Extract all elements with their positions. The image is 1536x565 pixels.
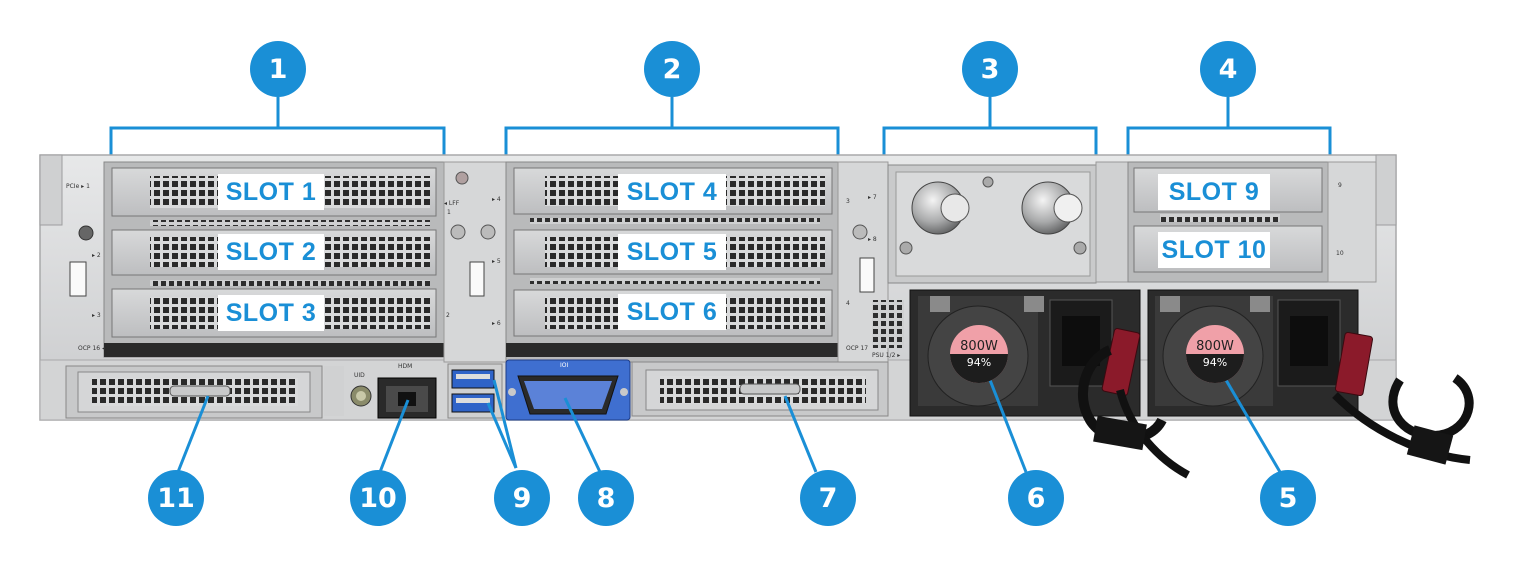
label-riser-5: ▸ 5 <box>492 258 501 265</box>
slot-5-label: SLOT 5 <box>618 234 726 270</box>
label-ocp17: OCP 17 <box>846 345 869 352</box>
label-lff: ◂ LFF <box>444 200 460 207</box>
label-riser-8: ▸ 8 <box>868 236 877 243</box>
callout-8: 8 <box>578 470 634 526</box>
psu-1-efficiency: 94% <box>950 354 1008 383</box>
bottom-leader-lines <box>176 379 1282 473</box>
power-cords <box>1077 328 1474 479</box>
slot-6-label: SLOT 6 <box>618 294 726 330</box>
slot-9-label: SLOT 9 <box>1158 174 1270 210</box>
callout-7: 7 <box>800 470 856 526</box>
label-num-3: 3 <box>846 198 850 205</box>
slot-3-label: SLOT 3 <box>218 295 324 331</box>
callout-lines <box>109 97 1332 160</box>
label-riser-4: ▸ 4 <box>492 196 501 203</box>
label-num-2: 2 <box>446 312 450 319</box>
callout-5: 5 <box>1260 470 1316 526</box>
callout-1: 1 <box>250 41 306 97</box>
label-psu: PSU 1/2 ▸ <box>872 352 901 359</box>
psu-1-rating-badge: 800W 94% <box>950 325 1008 383</box>
lower-io-row <box>65 359 889 421</box>
label-riser-3: ▸ 3 <box>92 312 101 319</box>
label-uid: UID <box>354 372 365 379</box>
callout-9: 9 <box>494 470 550 526</box>
slot-10-label: SLOT 10 <box>1158 232 1270 268</box>
label-riser-6: ▸ 6 <box>492 320 501 327</box>
callout-4: 4 <box>1200 41 1256 97</box>
slot-4-label: SLOT 4 <box>618 174 726 210</box>
psu-2-rating-badge: 800W 94% <box>1186 325 1244 383</box>
label-pcie1: PCIe ▸ 1 <box>66 183 90 190</box>
label-ocp16: OCP 16 ◂ <box>78 345 105 352</box>
callout-11: 11 <box>148 470 204 526</box>
label-hdm: HDM <box>398 363 413 370</box>
callout-10: 10 <box>350 470 406 526</box>
label-riser-7: ▸ 7 <box>868 194 877 201</box>
label-riser-10: 10 <box>1336 250 1344 257</box>
label-riser-9: 9 <box>1338 182 1342 189</box>
callout-2: 2 <box>644 41 700 97</box>
psu-2-wattage: 800W <box>1196 339 1234 354</box>
callout-3: 3 <box>962 41 1018 97</box>
label-vga: IOI <box>560 362 569 369</box>
callout-6: 6 <box>1008 470 1064 526</box>
label-num-4: 4 <box>846 300 850 307</box>
label-riser-2: ▸ 2 <box>92 252 101 259</box>
psu-1-wattage: 800W <box>960 339 998 354</box>
slot-2-label: SLOT 2 <box>218 234 324 270</box>
label-lff-num: 1 <box>447 209 451 216</box>
psu-2-efficiency: 94% <box>1186 354 1244 383</box>
slot-1-label: SLOT 1 <box>218 174 324 210</box>
riser-divider <box>443 161 507 363</box>
